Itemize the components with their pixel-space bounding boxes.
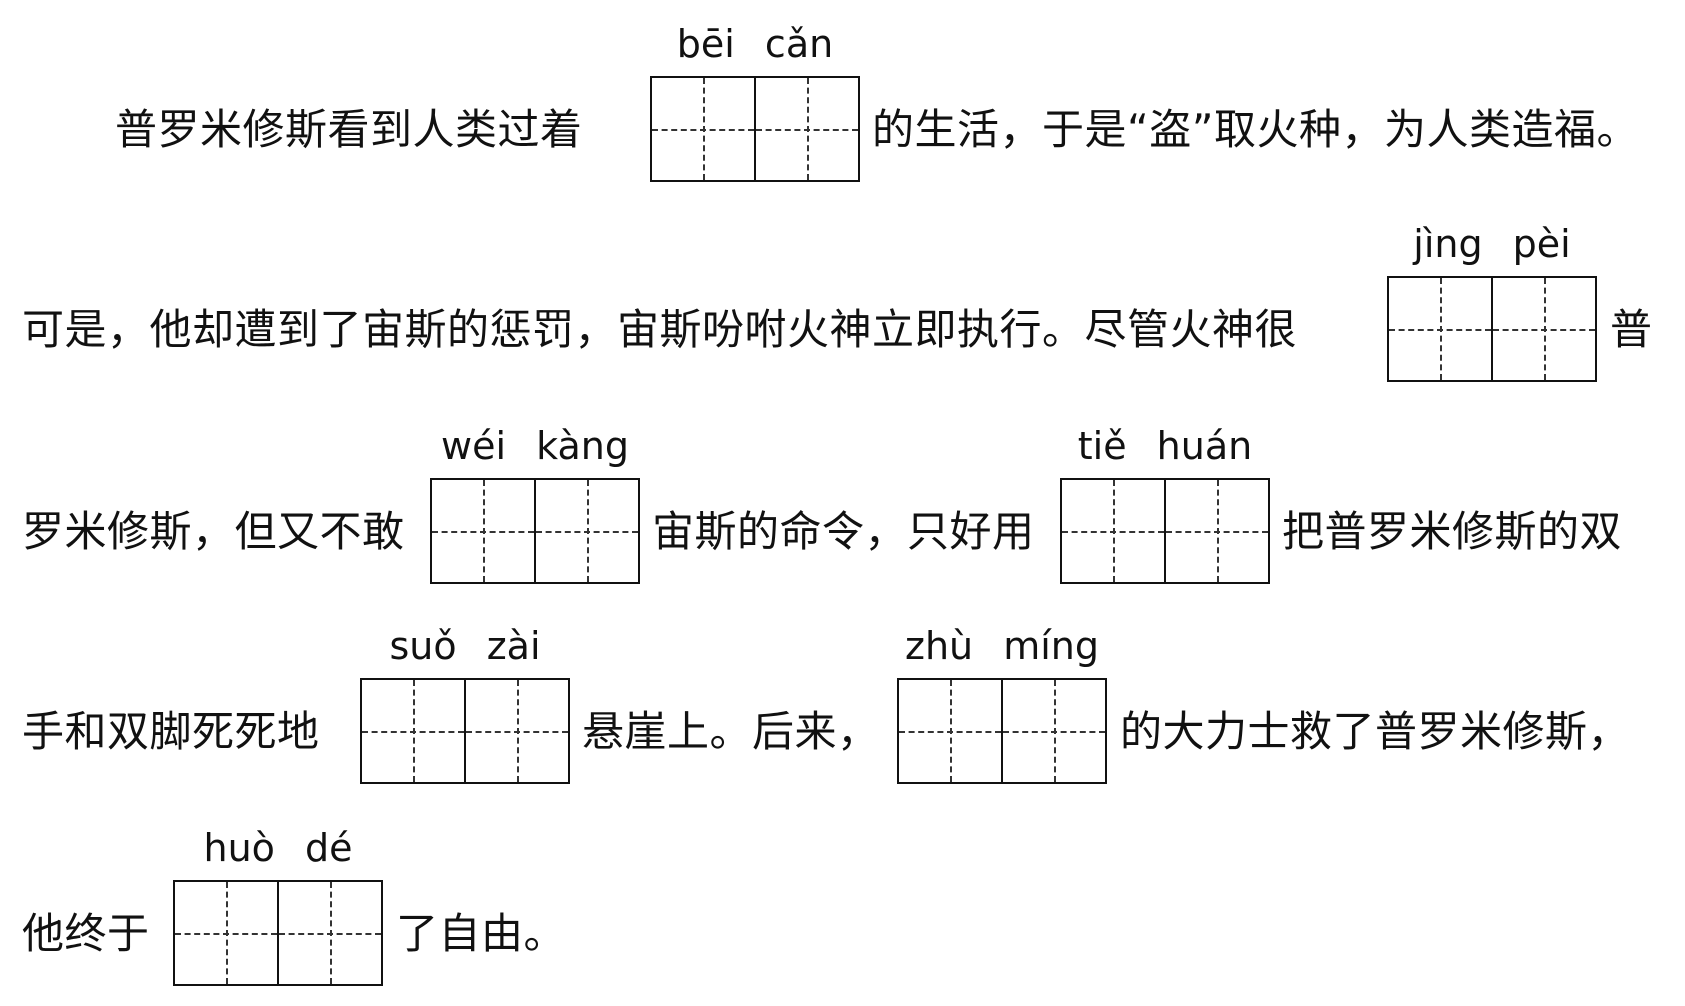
- sentence-segment: 他终于: [22, 909, 150, 958]
- sentence-segment: 可是，他却遭到了宙斯的惩罚，宙斯吩咐火神立即执行。尽管火神很: [22, 305, 1298, 354]
- sentence-segment: 了自由。: [396, 909, 567, 958]
- char-cell[interactable]: [1389, 278, 1491, 380]
- char-cell[interactable]: [754, 78, 858, 180]
- pinyin-label-1: bēi cǎn: [676, 22, 834, 66]
- answer-box-2[interactable]: [1387, 276, 1597, 382]
- char-cell[interactable]: [534, 480, 638, 582]
- pinyin-label-3: wéi kàng: [441, 424, 629, 468]
- sentence-segment: 普罗米修斯看到人类过着: [115, 105, 583, 154]
- pinyin-label-7: huò dé: [203, 826, 353, 870]
- char-cell[interactable]: [1062, 480, 1164, 582]
- sentence-segment: 的生活，于是“盗”取火种，为人类造福。: [872, 105, 1640, 154]
- sentence-segment: 把普罗米修斯的双: [1282, 507, 1623, 556]
- sentence-segment: 的大力士救了普罗米修斯，: [1120, 707, 1631, 756]
- answer-box-6[interactable]: [897, 678, 1107, 784]
- char-cell[interactable]: [175, 882, 277, 984]
- sentence-segment: 普: [1610, 305, 1653, 354]
- char-cell[interactable]: [1491, 278, 1595, 380]
- char-cell[interactable]: [362, 680, 464, 782]
- sentence-segment: 手和双脚死死地: [22, 707, 320, 756]
- pinyin-label-4: tiě huán: [1077, 424, 1253, 468]
- char-cell[interactable]: [1001, 680, 1105, 782]
- answer-box-4[interactable]: [1060, 478, 1270, 584]
- char-cell[interactable]: [1164, 480, 1268, 582]
- pinyin-label-6: zhù míng: [905, 624, 1099, 668]
- char-cell[interactable]: [432, 480, 534, 582]
- answer-box-7[interactable]: [173, 880, 383, 986]
- char-cell[interactable]: [652, 78, 754, 180]
- char-cell[interactable]: [277, 882, 381, 984]
- sentence-segment: 罗米修斯，但又不敢: [22, 507, 405, 556]
- answer-box-1[interactable]: [650, 76, 860, 182]
- sentence-segment: 悬崖上。后来，: [582, 707, 880, 756]
- pinyin-label-2: jìng pèi: [1413, 222, 1571, 266]
- char-cell[interactable]: [899, 680, 1001, 782]
- answer-box-5[interactable]: [360, 678, 570, 784]
- sentence-segment: 宙斯的命令，只好用: [652, 507, 1035, 556]
- pinyin-label-5: suǒ zài: [389, 624, 541, 668]
- answer-box-3[interactable]: [430, 478, 640, 584]
- char-cell[interactable]: [464, 680, 568, 782]
